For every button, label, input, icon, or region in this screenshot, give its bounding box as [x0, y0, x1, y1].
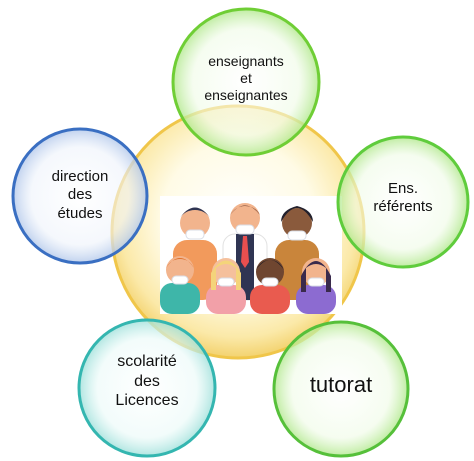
label-line: et — [240, 70, 252, 87]
satellite-bottom-left-label: scolarité des Licences — [88, 352, 206, 411]
satellite-top-label: enseignants et enseignantes — [186, 53, 306, 104]
person-front-2 — [206, 258, 246, 314]
label-line: études — [57, 204, 103, 222]
satellite-top-circle — [171, 7, 321, 157]
satellite-right-label: Ens. référents — [348, 180, 458, 217]
group-of-people-icon — [160, 196, 342, 314]
label-line: enseignants — [208, 53, 284, 69]
satellite-right-circle — [336, 135, 470, 269]
satellite-left-circle — [11, 127, 149, 265]
satellite-bottom-right-circle — [272, 320, 410, 458]
label-line: référents — [373, 198, 433, 216]
label-line: tutorat — [309, 372, 373, 397]
person-back-left — [173, 207, 217, 300]
center-node — [110, 104, 366, 360]
person-front-4 — [296, 258, 336, 314]
label-line: Licences — [115, 392, 179, 410]
satellite-bottom-right-label: tutorat — [281, 372, 401, 399]
satellite-bottom-left-circle — [77, 318, 217, 458]
label-line: des — [134, 372, 160, 390]
person-front-3 — [250, 258, 290, 314]
label-line: enseignantes — [204, 87, 288, 104]
label-line: scolarité — [117, 353, 177, 370]
person-back-middle — [222, 203, 268, 301]
person-front-1 — [160, 256, 200, 314]
label-line: direction — [51, 168, 109, 185]
label-line: des — [67, 186, 93, 204]
satellite-left-label: direction des études — [23, 168, 137, 223]
label-line: Ens. — [387, 180, 418, 197]
